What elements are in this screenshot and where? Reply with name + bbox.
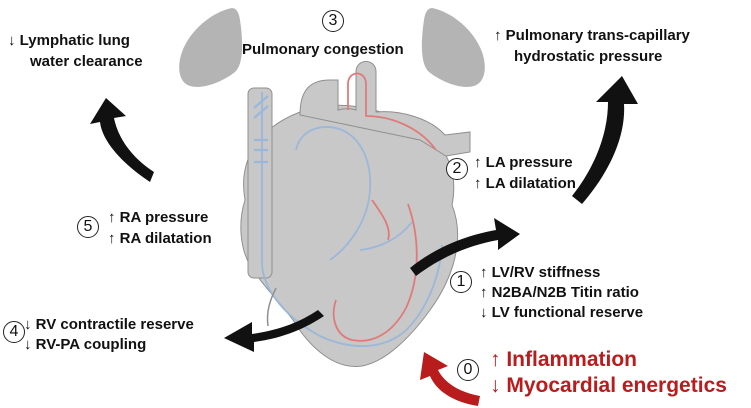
top-left-line-2: water clearance (30, 53, 143, 70)
arrow-to-top-left (90, 98, 154, 182)
arterial-outline (332, 72, 437, 342)
step-5-line-2: ↑ RA dilatation (108, 230, 212, 247)
step-5-line-1: ↑ RA pressure (108, 209, 209, 226)
step-1-line-3: ↓ LV functional reserve (480, 304, 644, 321)
arrow-lv-to-la (410, 218, 520, 276)
step-0-line-1: ↑ Inflammation (490, 348, 638, 371)
arrow-to-top-right (572, 76, 638, 204)
step-4-line-1: ↓ RV contractile reserve (24, 316, 194, 333)
vena-cava (247, 87, 273, 279)
left-lung (179, 8, 243, 87)
step-number-5: 5 (77, 216, 99, 238)
step-2-line-2: ↑ LA dilatation (474, 175, 576, 192)
step-1-line-2: ↑ N2BA/N2B Titin ratio (480, 284, 639, 301)
pulmonary-branches-left (253, 95, 269, 164)
step-number-4: 4 (3, 321, 25, 343)
step-number-1: 1 (450, 271, 472, 293)
great-vessels (299, 61, 471, 157)
step-3-line-1: Pulmonary congestion (242, 41, 404, 58)
step-number-3: 3 (322, 10, 344, 32)
top-right-line-2: hydrostatic pressure (514, 48, 663, 65)
step-number-2: 2 (446, 158, 468, 180)
heart-body (240, 104, 459, 367)
step-4-line-2: ↓ RV-PA coupling (24, 336, 147, 353)
venous-outline (261, 92, 443, 347)
inferior-vena-cava (266, 287, 277, 327)
step-number-0: 0 (457, 359, 479, 381)
step-0-line-2: ↓ Myocardial energetics (490, 374, 727, 397)
right-lung (421, 8, 485, 87)
top-left-line-1: ↓ Lymphatic lung (8, 32, 130, 49)
arrow-rv-to-left (224, 310, 324, 352)
step-2-line-1: ↑ LA pressure (474, 154, 573, 171)
arrow-red-inflammation (420, 352, 480, 406)
step-1-line-1: ↑ LV/RV stiffness (480, 264, 601, 281)
top-right-line-1: ↑ Pulmonary trans-capillary (494, 27, 690, 44)
